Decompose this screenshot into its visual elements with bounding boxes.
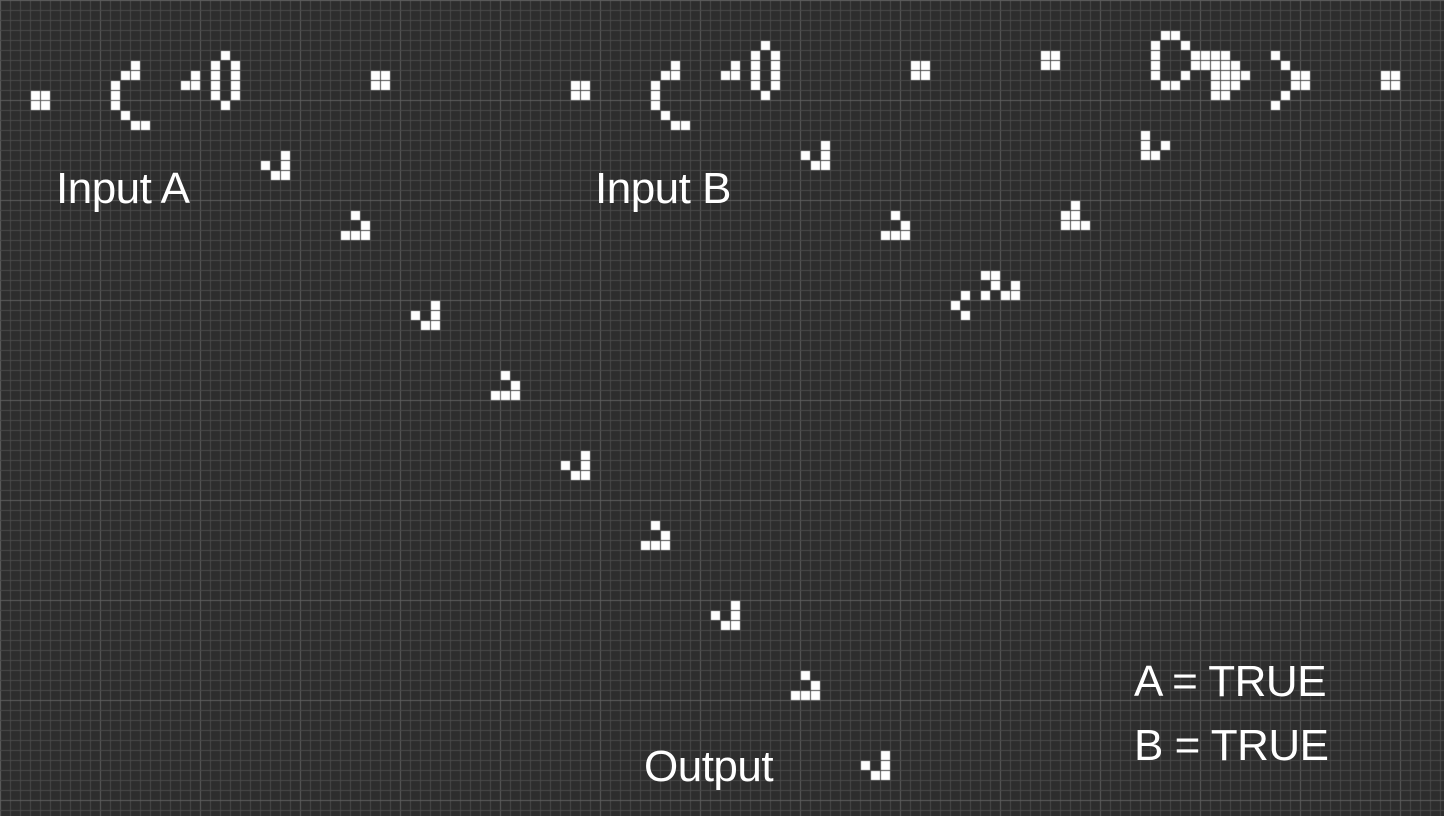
state-a-text: A = TRUE [1134,657,1327,706]
input-a-label: Input A [56,164,190,213]
input-b-label: Input B [595,164,731,213]
input-state-panel: A = TRUE B = TRUE [1134,657,1329,788]
output-label: Output [644,742,774,791]
state-b-text: B = TRUE [1134,721,1329,770]
